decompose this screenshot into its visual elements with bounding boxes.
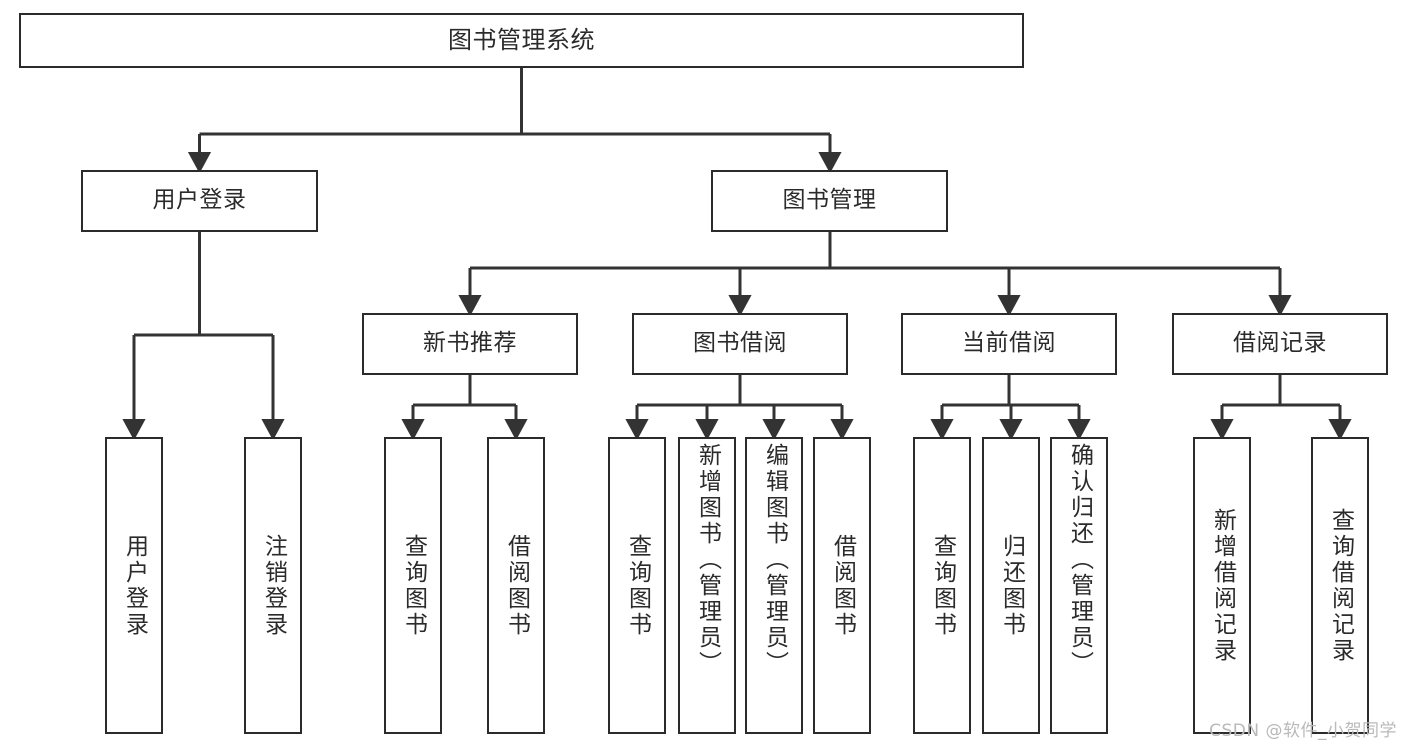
node-user-login[interactable]: 用户登录 bbox=[81, 170, 318, 232]
leaf-query-book-3-label: 查询图书 bbox=[929, 533, 956, 638]
node-book-manage-label: 图书管理 bbox=[782, 187, 877, 214]
leaf-add-record[interactable]: 新增借阅记录 bbox=[1193, 437, 1251, 734]
node-book-manage[interactable]: 图书管理 bbox=[711, 170, 948, 232]
csdn-watermark: CSDN @软件_小贺同学 bbox=[1209, 721, 1397, 741]
leaf-confirm-return-label: 确认归还（管理员） bbox=[1066, 443, 1093, 677]
node-current-borrow-label: 当前借阅 bbox=[962, 330, 1056, 357]
leaf-borrow-book-2[interactable]: 借阅图书 bbox=[813, 437, 871, 734]
leaf-borrow-book-1[interactable]: 借阅图书 bbox=[487, 437, 545, 734]
leaf-logout-login[interactable]: 注销登录 bbox=[244, 437, 302, 734]
node-current-borrow[interactable]: 当前借阅 bbox=[901, 313, 1117, 375]
leaf-edit-book[interactable]: 编辑图书（管理员） bbox=[745, 437, 803, 734]
leaf-confirm-return[interactable]: 确认归还（管理员） bbox=[1050, 437, 1108, 734]
leaf-query-book-3[interactable]: 查询图书 bbox=[913, 437, 971, 734]
leaf-user-login-label: 用户登录 bbox=[121, 533, 148, 638]
leaf-query-record-label: 查询借阅记录 bbox=[1327, 507, 1354, 664]
leaf-return-book-label: 归还图书 bbox=[998, 533, 1025, 638]
leaf-add-record-label: 新增借阅记录 bbox=[1209, 507, 1236, 664]
leaf-query-book-2[interactable]: 查询图书 bbox=[608, 437, 666, 734]
leaf-query-book-1[interactable]: 查询图书 bbox=[384, 437, 442, 734]
leaf-user-login[interactable]: 用户登录 bbox=[105, 437, 163, 734]
leaf-return-book[interactable]: 归还图书 bbox=[982, 437, 1040, 734]
leaf-add-book[interactable]: 新增图书（管理员） bbox=[678, 437, 736, 734]
leaf-query-book-1-label: 查询图书 bbox=[400, 533, 427, 638]
node-new-book-rec-label: 新书推荐 bbox=[423, 330, 517, 357]
node-borrow-record-label: 借阅记录 bbox=[1233, 330, 1327, 357]
leaf-borrow-book-1-label: 借阅图书 bbox=[503, 533, 530, 638]
leaf-add-book-label: 新增图书（管理员） bbox=[694, 443, 721, 677]
leaf-query-record[interactable]: 查询借阅记录 bbox=[1311, 437, 1369, 734]
node-user-login-label: 用户登录 bbox=[152, 187, 247, 214]
leaf-edit-book-label: 编辑图书（管理员） bbox=[761, 443, 788, 677]
node-book-borrow[interactable]: 图书借阅 bbox=[632, 313, 848, 375]
leaf-logout-login-label: 注销登录 bbox=[260, 533, 287, 638]
node-new-book-rec[interactable]: 新书推荐 bbox=[362, 313, 578, 375]
node-root[interactable]: 图书管理系统 bbox=[19, 13, 1024, 68]
leaf-query-book-2-label: 查询图书 bbox=[624, 533, 651, 638]
node-book-borrow-label: 图书借阅 bbox=[693, 330, 787, 357]
leaf-borrow-book-2-label: 借阅图书 bbox=[829, 533, 856, 638]
node-borrow-record[interactable]: 借阅记录 bbox=[1172, 313, 1388, 375]
node-root-label: 图书管理系统 bbox=[448, 26, 595, 55]
